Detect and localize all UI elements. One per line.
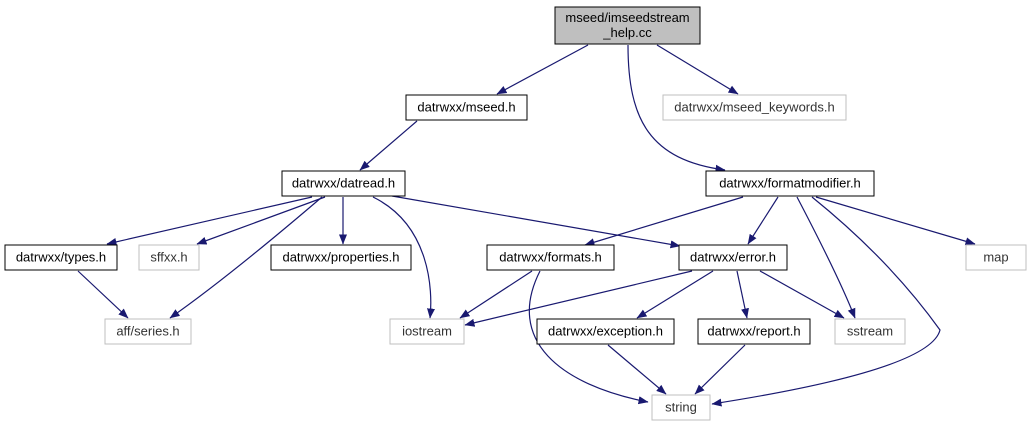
node-box [138, 244, 200, 271]
node-label: datrwxx/error.h [690, 250, 776, 265]
edge-datread-to-error [391, 195, 681, 249]
edge-root-to-mseed [496, 44, 589, 95]
edge-formats-to-iostream [459, 270, 533, 319]
node-label: map [983, 250, 1008, 265]
node-sstream: sstream [834, 318, 906, 345]
edge-error-to-sstream [759, 270, 845, 319]
node-root[interactable]: mseed/imseedstream_help.cc [554, 6, 701, 45]
node-label: iostream [402, 324, 452, 339]
node-sffxx: sffxx.h [138, 244, 200, 271]
node-formatmodifier[interactable]: datrwxx/formatmodifier.h [705, 170, 875, 197]
node-label: string [665, 400, 697, 415]
node-iostream: iostream [389, 318, 465, 345]
node-box [554, 6, 701, 45]
node-box [651, 394, 711, 421]
node-label: datrwxx/formats.h [499, 250, 602, 265]
node-label: sstream [847, 324, 893, 339]
node-label: datrwxx/exception.h [548, 324, 663, 339]
node-label: _help.cc [602, 25, 652, 40]
node-label: datrwxx/datread.h [292, 176, 395, 191]
node-label: datrwxx/formatmodifier.h [719, 176, 861, 191]
edge-formatmodifier-to-error [747, 196, 779, 245]
node-box [697, 318, 811, 345]
edge-formatmodifier-to-formats [584, 196, 744, 247]
edge-types-to-series [77, 270, 129, 319]
edge-error-to-exception [636, 270, 714, 319]
node-box [281, 170, 406, 197]
node-error[interactable]: datrwxx/error.h [678, 244, 788, 271]
node-label: datrwxx/mseed_keywords.h [674, 100, 834, 115]
node-box [536, 318, 675, 345]
node-string: string [651, 394, 711, 421]
node-label: mseed/imseedstream [565, 10, 689, 25]
node-report[interactable]: datrwxx/report.h [697, 318, 811, 345]
edge-error-to-report [736, 270, 749, 319]
node-label: datrwxx/report.h [707, 324, 800, 339]
node-properties[interactable]: datrwxx/properties.h [270, 244, 412, 271]
node-mseed[interactable]: datrwxx/mseed.h [405, 94, 528, 121]
node-box [270, 244, 412, 271]
edge-root-to-mseed_keywords [656, 44, 739, 95]
node-box [834, 318, 906, 345]
node-box [104, 318, 192, 345]
edge-datread-to-sffxx [196, 196, 326, 245]
edges [77, 44, 976, 407]
node-label: datrwxx/mseed.h [417, 100, 515, 115]
node-map: map [965, 244, 1027, 271]
node-series: aff/series.h [104, 318, 192, 345]
node-exception[interactable]: datrwxx/exception.h [536, 318, 675, 345]
node-label: sffxx.h [150, 250, 187, 265]
node-box [405, 94, 528, 121]
node-box [965, 244, 1027, 271]
node-label: datrwxx/types.h [16, 250, 106, 265]
edge-datread-to-types [106, 196, 313, 246]
nodes: mseed/imseedstream_help.cc datrwxx/mseed.… [4, 6, 1027, 421]
edge-mseed-to-datread [359, 120, 418, 171]
edge-datread-to-series [169, 196, 323, 319]
edge-error-to-iostream [464, 270, 693, 327]
edge-datread-to-iostream [372, 196, 435, 319]
edge-report-to-string [694, 344, 746, 395]
node-formats[interactable]: datrwxx/formats.h [486, 244, 615, 271]
node-box [705, 170, 875, 197]
node-box [678, 244, 788, 271]
node-datread[interactable]: datrwxx/datread.h [281, 170, 406, 197]
node-box [389, 318, 465, 345]
node-box [486, 244, 615, 271]
node-box [4, 244, 118, 271]
edge-formats-to-string [528, 270, 649, 405]
edge-formatmodifier-to-string [711, 196, 941, 407]
edge-root-to-formatmodifier [627, 44, 726, 173]
node-mseed_keywords: datrwxx/mseed_keywords.h [662, 94, 847, 121]
edge-formatmodifier-to-map [815, 196, 976, 246]
node-box [662, 94, 847, 121]
edge-formatmodifier-to-sstream [796, 196, 856, 319]
node-label: datrwxx/properties.h [282, 250, 399, 265]
node-label: aff/series.h [116, 324, 179, 339]
node-types[interactable]: datrwxx/types.h [4, 244, 118, 271]
edge-exception-to-string [607, 344, 667, 395]
